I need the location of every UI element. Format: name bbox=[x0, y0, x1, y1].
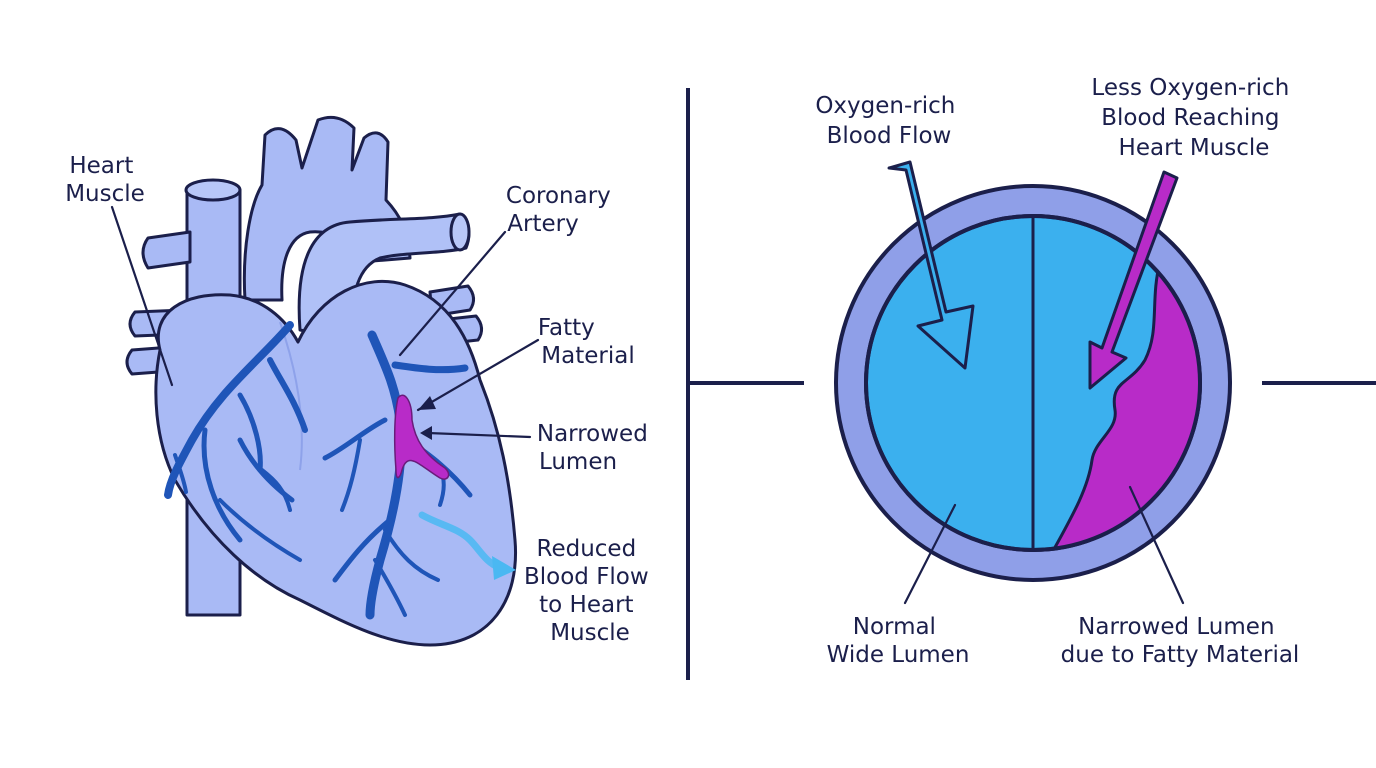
cross-section-leader-lines bbox=[903, 485, 1185, 605]
label-coronary-artery: Coronary Artery bbox=[506, 183, 618, 237]
heart-leader-lines bbox=[110, 205, 540, 440]
reduced-flow-arrowhead bbox=[492, 556, 516, 580]
label-reduced-blood-flow: Reduced Blood Flow to Heart Muscle bbox=[524, 536, 656, 646]
ventricle-divider bbox=[279, 321, 303, 471]
left-coronary-branches bbox=[164, 321, 308, 562]
label-narrowed-lumen-fatty: Narrowed Lumen due to Fatty Material bbox=[1061, 614, 1300, 668]
left-branch-upper bbox=[141, 230, 192, 270]
vena-cava-top bbox=[184, 178, 242, 202]
label-fatty-material: Fatty Material bbox=[538, 315, 635, 369]
heart-labels: Heart Muscle Coronary Artery Fatty Mater… bbox=[65, 153, 656, 646]
fatty-material-plaque bbox=[393, 394, 450, 480]
label-less-oxygen: Less Oxygen-rich Blood Reaching Heart Mu… bbox=[1091, 75, 1296, 161]
label-heart-muscle: Heart Muscle bbox=[65, 153, 145, 207]
reduced-flow-arrow bbox=[418, 511, 504, 572]
label-normal-wide-lumen: Normal Wide Lumen bbox=[827, 614, 970, 668]
pulmonary-opening bbox=[449, 212, 471, 252]
heart-illustration bbox=[125, 115, 518, 647]
label-oxygen-rich-flow: Oxygen-rich Blood Flow bbox=[815, 93, 962, 149]
cross-section-labels: Oxygen-rich Blood Flow Less Oxygen-rich … bbox=[815, 75, 1299, 668]
artery-cross-section bbox=[834, 160, 1232, 582]
label-narrowed-lumen: Narrowed Lumen bbox=[537, 421, 655, 475]
oxygen-rich-arrow bbox=[887, 160, 975, 370]
vessel-lumen-outline bbox=[864, 214, 1202, 552]
less-oxygen-arrow bbox=[1088, 170, 1179, 390]
